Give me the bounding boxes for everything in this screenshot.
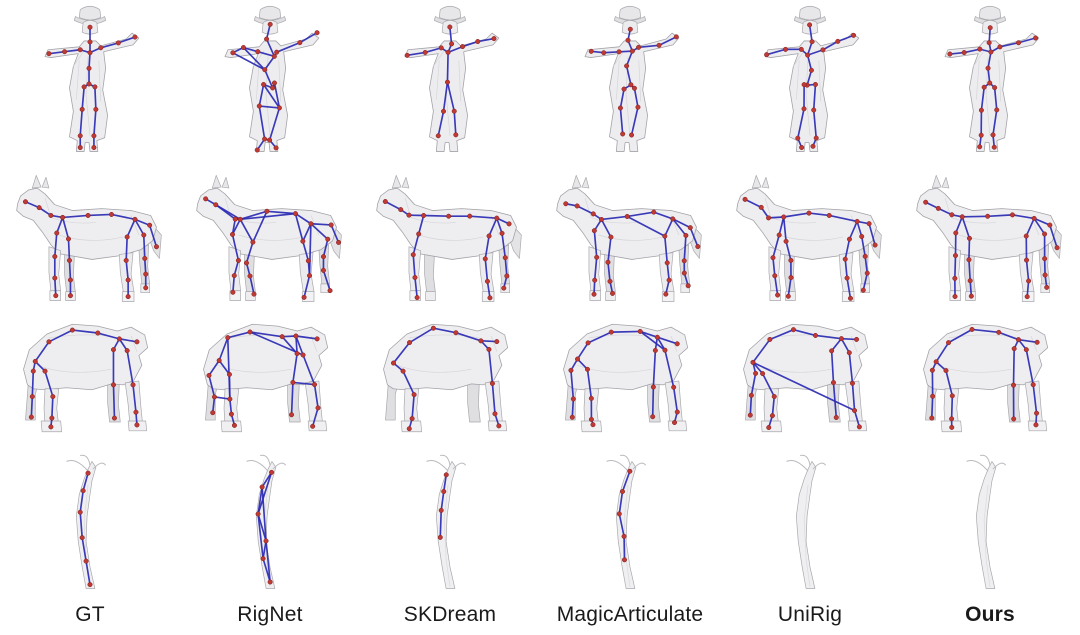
cell-humanoid-figure-rignet: [180, 0, 360, 165]
render-sprout: [606, 454, 647, 589]
cell-humanoid-figure-unirig: [720, 0, 900, 165]
skeleton: [22, 199, 159, 300]
mesh: [584, 5, 680, 152]
render-humanoid-figure: [224, 5, 320, 153]
render-horse: [556, 175, 702, 302]
mesh: [426, 454, 467, 589]
cell-gorilla-unirig: [720, 305, 900, 450]
skeleton: [28, 327, 140, 430]
skeleton: [203, 196, 342, 300]
render-gorilla: [23, 323, 149, 433]
render-gorilla: [743, 323, 869, 433]
render-horse: [736, 175, 882, 302]
cell-horse-rignet: [180, 165, 360, 305]
render-gorilla: [383, 323, 509, 433]
method-label-skdream: SKDream: [403, 603, 497, 626]
cell-gorilla-magicarticulate: [540, 305, 720, 450]
cell-horse-unirig: [720, 165, 900, 305]
mesh: [404, 5, 500, 152]
mesh: [743, 323, 869, 433]
cell-sprout-unirig: [720, 450, 900, 595]
cell-horse-gt: [0, 165, 180, 305]
method-labels: GT RigNet SKDream MagicArticulate UniRig…: [0, 595, 1080, 635]
skeleton: [230, 21, 320, 153]
render-gorilla: [563, 323, 689, 433]
mesh: [966, 454, 1007, 589]
skeleton: [382, 199, 512, 301]
skeleton: [923, 199, 1060, 300]
skeleton: [616, 468, 633, 563]
render-humanoid-figure: [944, 5, 1040, 152]
skeleton: [929, 326, 1040, 430]
render-humanoid-figure: [404, 5, 500, 152]
render-sprout: [246, 454, 287, 589]
mesh: [916, 175, 1062, 302]
render-sprout: [426, 454, 467, 589]
render-humanoid-figure: [764, 5, 860, 152]
mesh: [196, 175, 342, 302]
skeleton: [947, 25, 1039, 150]
cell-gorilla-gt: [0, 305, 180, 450]
skeleton: [742, 196, 878, 301]
render-horse: [196, 175, 342, 302]
method-label-rignet: RigNet: [237, 603, 303, 626]
skeleton: [390, 325, 502, 432]
cell-sprout-gt: [0, 450, 180, 595]
cell-sprout-ours: [900, 450, 1080, 595]
render-gorilla: [923, 323, 1049, 433]
method-label-ours: Ours: [965, 603, 1015, 626]
cell-humanoid-figure-skdream: [360, 0, 540, 165]
render-horse: [16, 175, 162, 302]
render-humanoid-figure: [584, 5, 680, 152]
render-gorilla: [203, 323, 329, 433]
cell-sprout-skdream: [360, 450, 540, 595]
cell-horse-magicarticulate: [540, 165, 720, 305]
mesh: [66, 454, 107, 589]
mesh: [44, 5, 140, 152]
skeleton: [764, 22, 857, 150]
method-label-magicarticulate: MagicArticulate: [556, 603, 704, 626]
skeleton: [437, 472, 449, 540]
mesh: [556, 175, 702, 302]
render-sprout: [786, 454, 827, 589]
mesh: [736, 175, 882, 302]
skeleton: [747, 327, 862, 431]
skeleton: [77, 470, 93, 588]
mesh: [16, 175, 162, 302]
skeleton: [588, 26, 679, 138]
mesh: [764, 5, 860, 152]
skeleton: [206, 329, 321, 429]
render-horse: [916, 175, 1062, 302]
mesh: [203, 323, 329, 433]
cell-sprout-rignet: [180, 450, 360, 595]
render-horse: [376, 175, 522, 302]
skeleton: [255, 469, 275, 585]
cell-humanoid-figure-gt: [0, 0, 180, 165]
skeleton: [46, 24, 138, 151]
render-sprout: [966, 454, 1007, 589]
cell-gorilla-skdream: [360, 305, 540, 450]
cell-gorilla-ours: [900, 305, 1080, 450]
render-humanoid-figure: [44, 5, 140, 152]
figure-grid: [0, 0, 1080, 595]
cell-horse-ours: [900, 165, 1080, 305]
cell-humanoid-figure-magicarticulate: [540, 0, 720, 165]
skeleton: [563, 201, 701, 297]
mesh: [606, 454, 647, 589]
skeleton: [568, 328, 680, 428]
cell-sprout-magicarticulate: [540, 450, 720, 595]
cell-gorilla-rignet: [180, 305, 360, 450]
method-label-gt: GT: [75, 603, 105, 626]
skeleton: [404, 24, 497, 139]
render-sprout: [66, 454, 107, 589]
mesh: [944, 5, 1040, 152]
mesh: [383, 323, 509, 433]
method-label-unirig: UniRig: [777, 603, 843, 626]
cell-humanoid-figure-ours: [900, 0, 1080, 165]
cell-horse-skdream: [360, 165, 540, 305]
mesh: [376, 175, 522, 302]
mesh: [786, 454, 827, 589]
